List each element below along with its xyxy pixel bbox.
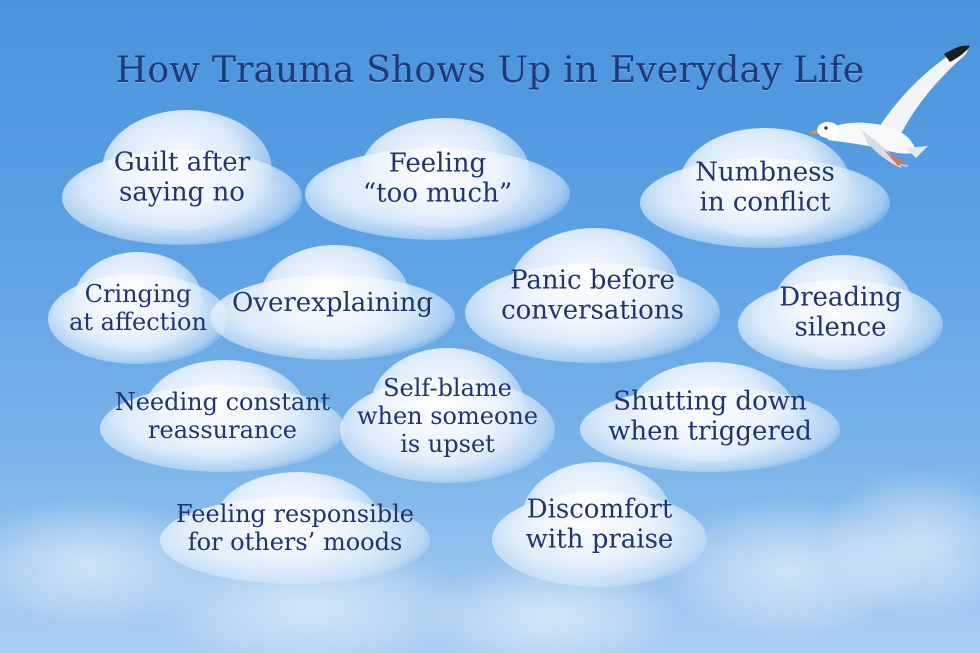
seagull-icon [808, 45, 970, 168]
cloud-feeling-responsible: Feeling responsible for others’ moods [160, 472, 430, 584]
cloud-self-blame: Self-blame when someone is upset [340, 348, 555, 483]
cloud-label: Shutting down when triggered [608, 386, 812, 447]
cloud-label: Self-blame when someone is upset [356, 373, 539, 458]
cloud-label: Overexplaining [231, 287, 434, 318]
cloud-label: Feeling “too much” [362, 148, 513, 209]
cloud-panic-before-conversations: Panic before conversations [465, 228, 720, 363]
cloud-label: Discomfort with praise [525, 494, 674, 555]
cloud-label: Feeling responsible for others’ moods [175, 499, 415, 556]
cloud-label: Dreading silence [779, 282, 902, 343]
cloud-label: Cringing at affection [69, 279, 207, 336]
cloud-numbness-in-conflict: Numbness in conflict [640, 128, 890, 248]
cloud-label: Panic before conversations [501, 265, 684, 326]
cloud-needing-constant-reassurance: Needing constant reassurance [100, 360, 345, 472]
cloud-cringing-at-affection: Cringing at affection [48, 252, 228, 364]
cloud-dreading-silence: Dreading silence [738, 255, 943, 370]
cloud-feeling-too-much: Feeling “too much” [305, 118, 570, 240]
cloud-overexplaining: Overexplaining [210, 245, 455, 360]
cloud-label: Numbness in conflict [695, 157, 835, 218]
cloud-shutting-down: Shutting down when triggered [580, 362, 840, 472]
cloud-label: Guilt after saying no [113, 147, 251, 208]
background-haze [820, 470, 980, 620]
cloud-discomfort-with-praise: Discomfort with praise [492, 462, 707, 587]
page-title: How Trauma Shows Up in Everyday Life [115, 50, 865, 91]
cloud-guilt-after-saying-no: Guilt after saying no [62, 110, 302, 245]
cloud-label: Needing constant reassurance [114, 387, 331, 444]
